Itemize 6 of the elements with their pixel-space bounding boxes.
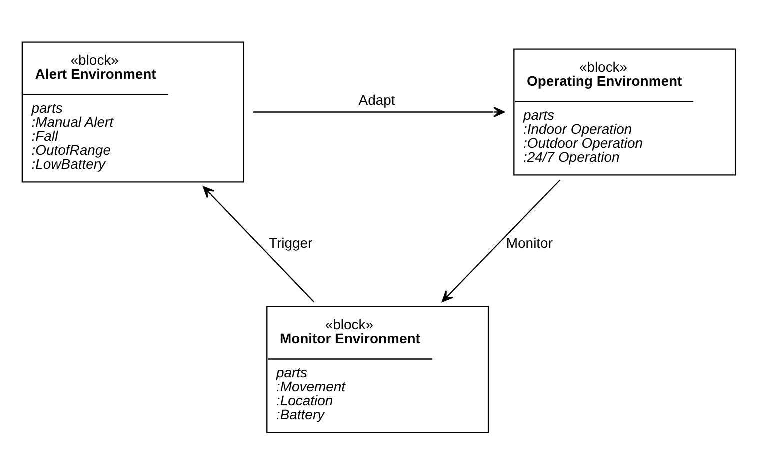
- edge-label: Monitor: [506, 235, 553, 252]
- edge-label: Adapt: [358, 92, 396, 108]
- arrow: [253, 106, 506, 118]
- arrow: [442, 180, 561, 302]
- edge-label: Trigger: [268, 235, 313, 252]
- arrow: [203, 186, 315, 303]
